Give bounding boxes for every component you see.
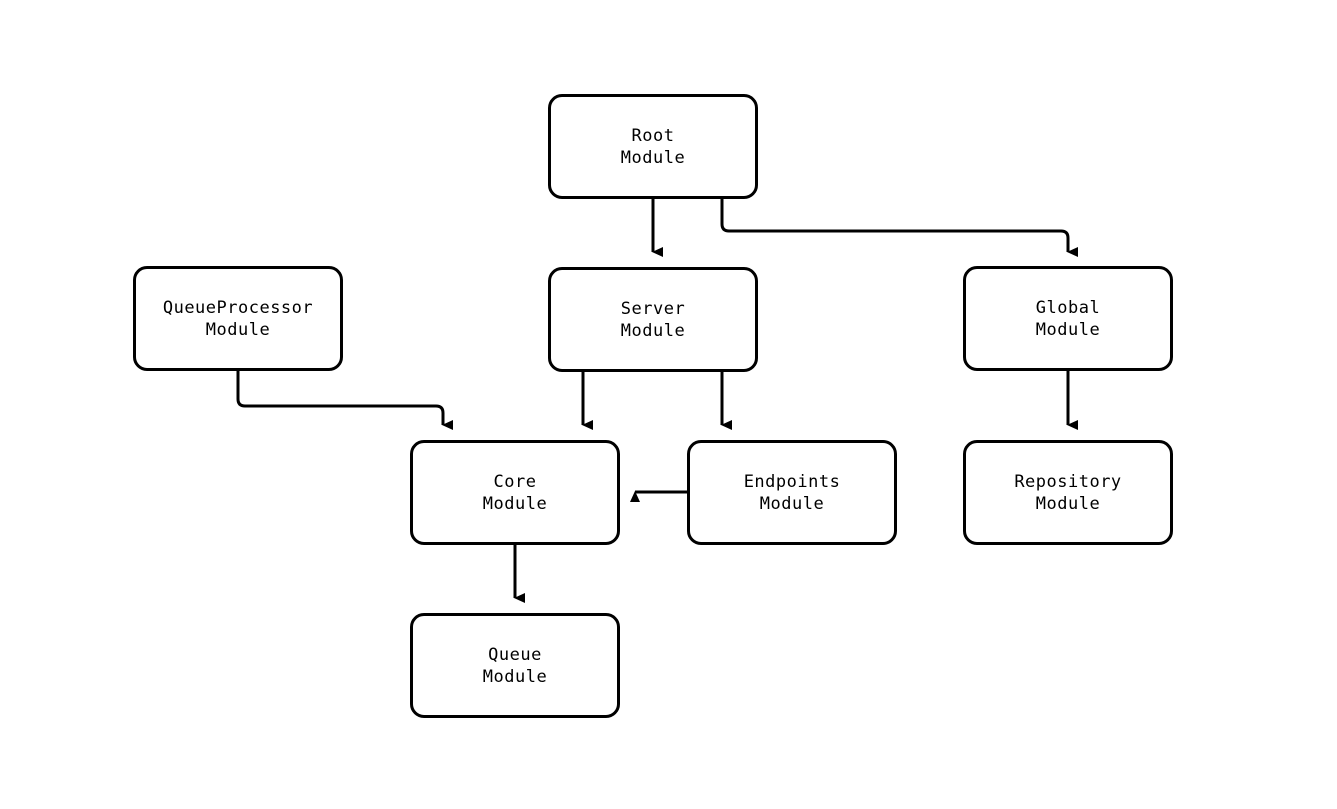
node-queueprocessor-module[interactable]: QueueProcessor Module: [133, 266, 343, 371]
node-endpoints-module-suffix: Module: [759, 493, 825, 514]
node-root-module[interactable]: Root Module: [548, 94, 758, 199]
node-core-module-name: Core: [493, 471, 537, 492]
node-server-module[interactable]: Server Module: [548, 267, 758, 372]
node-queueprocessor-module-suffix: Module: [205, 319, 271, 340]
node-root-module-suffix: Module: [620, 147, 686, 168]
node-queueprocessor-module-name: QueueProcessor: [162, 297, 314, 318]
node-global-module[interactable]: Global Module: [963, 266, 1173, 371]
node-global-module-name: Global: [1035, 297, 1101, 318]
node-endpoints-module-name: Endpoints: [743, 471, 841, 492]
edge-queueprocessor-core: [236, 371, 453, 430]
node-repository-module[interactable]: Repository Module: [963, 440, 1173, 545]
node-global-module-suffix: Module: [1035, 319, 1101, 340]
node-core-module-suffix: Module: [482, 493, 548, 514]
node-queue-module[interactable]: Queue Module: [410, 613, 620, 718]
node-server-module-suffix: Module: [620, 320, 686, 341]
node-queue-module-name: Queue: [488, 644, 542, 665]
node-queue-module-suffix: Module: [482, 666, 548, 687]
node-server-module-name: Server: [620, 298, 686, 319]
node-repository-module-suffix: Module: [1035, 493, 1101, 514]
edge-root-global: [720, 199, 1078, 257]
node-root-module-name: Root: [631, 125, 675, 146]
node-endpoints-module[interactable]: Endpoints Module: [687, 440, 897, 545]
node-core-module[interactable]: Core Module: [410, 440, 620, 545]
node-repository-module-name: Repository: [1014, 471, 1122, 492]
